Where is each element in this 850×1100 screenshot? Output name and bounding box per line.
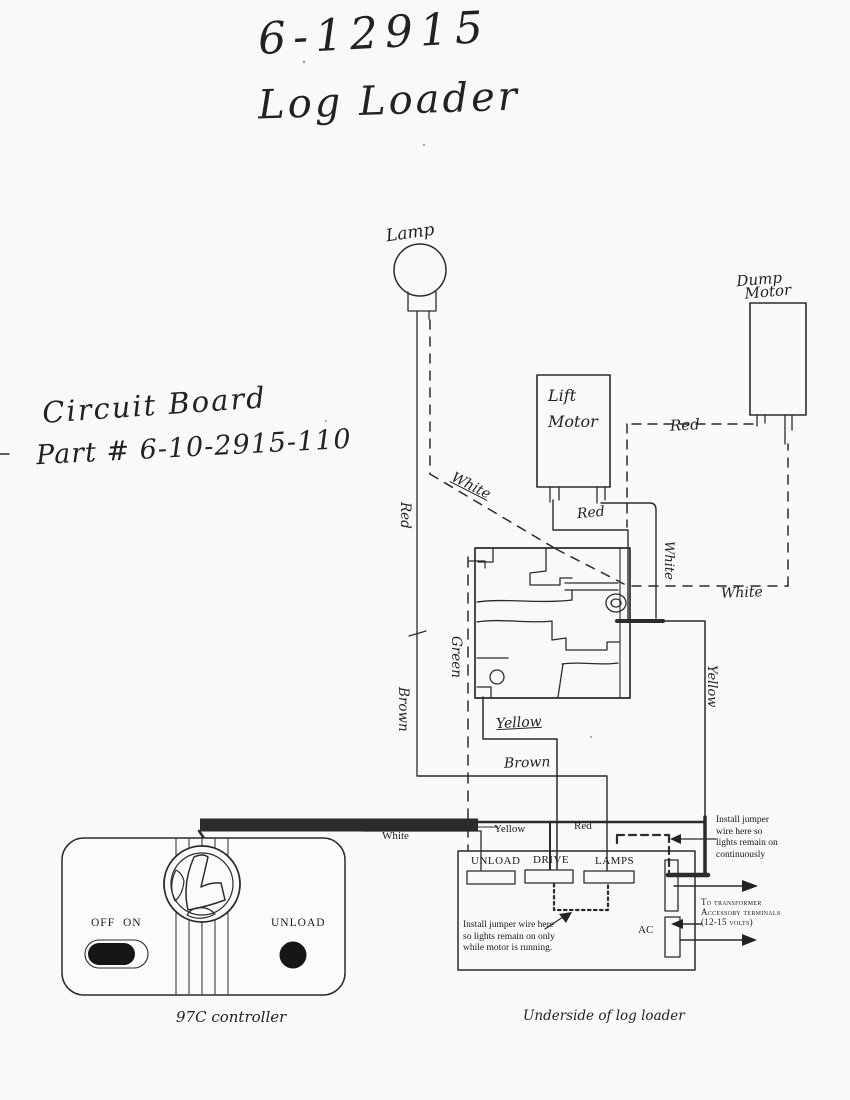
ac-terminal bbox=[664, 916, 681, 958]
controller-body bbox=[61, 837, 346, 996]
wire-label-yellow-cable: Yellow bbox=[494, 823, 526, 835]
transformer-line3: (12-15 volts) bbox=[701, 917, 753, 927]
wire-red-brown-left bbox=[408, 310, 427, 777]
wire-label-white-board-right: White bbox=[661, 541, 676, 580]
wire-label-green: Green bbox=[448, 636, 464, 678]
dashed-jumper bbox=[615, 833, 671, 874]
off-on-switch[interactable] bbox=[84, 939, 149, 969]
unload-terminal bbox=[466, 870, 516, 885]
up-right-arrow-icon bbox=[559, 912, 572, 923]
transformer-line2: Accessory terminals bbox=[701, 907, 781, 917]
circuit-board bbox=[474, 547, 631, 699]
terminal-label-drive: DRIVE bbox=[533, 854, 570, 866]
wire-label-yellow-right: Yellow bbox=[704, 665, 719, 708]
transformer-arrows bbox=[671, 880, 758, 946]
annotation-transformer: To transformer Accessory terminals (12-1… bbox=[701, 897, 801, 927]
lamp-symbol bbox=[393, 243, 447, 320]
dump-motor-label: Dump Motor bbox=[736, 268, 792, 303]
controller-cable bbox=[197, 818, 706, 871]
dotted-jumper bbox=[552, 882, 610, 912]
lift-motor-label-line2: Motor bbox=[548, 412, 598, 431]
terminal-label-unload: UNLOAD bbox=[471, 855, 521, 867]
wire-label-red-terminal: Red bbox=[574, 820, 592, 832]
wire-label-white-cable: White bbox=[382, 830, 409, 842]
annotation-arrows bbox=[544, 834, 717, 930]
lift-motor-label: Lift Motor bbox=[548, 383, 598, 435]
wire-red-lift bbox=[552, 499, 629, 620]
right-arrow-icon bbox=[742, 934, 757, 946]
lift-motor-box bbox=[536, 374, 611, 504]
lift-motor-label-line1: Lift bbox=[548, 386, 577, 405]
wire-label-red-dump: Red bbox=[669, 415, 701, 435]
dump-motor-box bbox=[749, 302, 807, 445]
terminal-label-lamps: LAMPS bbox=[595, 855, 635, 867]
wire-label-white-dump: White bbox=[720, 584, 764, 602]
terminal-board-caption: Underside of log loader bbox=[523, 1008, 685, 1024]
left-arrow-icon bbox=[670, 834, 681, 844]
wire-label-brown-horizontal: Brown bbox=[503, 754, 551, 772]
wire-label-red-lamp: Red bbox=[397, 502, 413, 529]
wire-yellow-board bbox=[482, 696, 558, 870]
controller-unload-label: UNLOAD bbox=[271, 917, 326, 929]
left-arrow-icon bbox=[671, 919, 683, 929]
drive-terminal bbox=[524, 869, 574, 884]
wire-white-dashed bbox=[429, 319, 789, 587]
lamps-terminal bbox=[583, 870, 635, 884]
transformer-line1: To transformer bbox=[701, 897, 762, 907]
wire-label-brown-vertical: Brown bbox=[395, 687, 411, 732]
wire-yellow-right bbox=[615, 619, 711, 878]
annotation-jumper-continuous: Install jumper wire here so lights remai… bbox=[716, 815, 778, 860]
lionel-logo bbox=[163, 845, 241, 923]
title-product-name: Log Loader bbox=[257, 73, 521, 129]
controller-on-label: ON bbox=[123, 917, 142, 929]
dump-motor-label-line2: Motor bbox=[743, 280, 792, 303]
wire-label-yellow-board: Yellow bbox=[495, 713, 543, 733]
wire-white-lift bbox=[600, 502, 657, 619]
right-arrow-icon bbox=[742, 880, 758, 892]
scan-specks bbox=[302, 60, 592, 738]
wire-green-dashed bbox=[467, 556, 486, 851]
wire-label-red-lift: Red bbox=[576, 503, 606, 523]
controller-off-label: OFF bbox=[91, 917, 116, 929]
terminal-label-ac: AC bbox=[638, 924, 654, 936]
terminal-board bbox=[457, 833, 696, 971]
controller-caption: 97C controller bbox=[176, 1008, 287, 1026]
wire-red-dashed bbox=[626, 423, 754, 528]
unload-button[interactable] bbox=[279, 941, 307, 969]
annotation-jumper-motor-running: Install jumper wire here so lights remai… bbox=[463, 920, 555, 953]
